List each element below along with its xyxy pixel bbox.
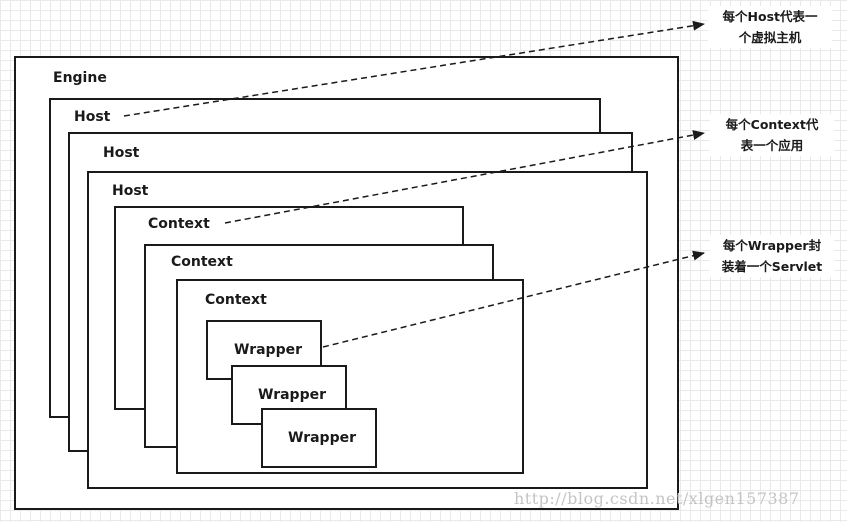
wrapper-label: Wrapper	[234, 342, 302, 358]
host-annotation-line: 每个Host代表一	[722, 9, 818, 24]
context-label: Context	[171, 254, 233, 270]
wrapper-label: Wrapper	[288, 430, 356, 446]
context-annotation-line: 每个Context代	[725, 117, 819, 132]
context-annotation-line: 表一个应用	[740, 138, 804, 153]
host-label: Host	[112, 183, 149, 199]
host-annotation-arrow	[123, 20, 705, 117]
host-label: Host	[103, 145, 140, 161]
wrapper-label: Wrapper	[258, 387, 326, 403]
wrapper-annotation-arrow	[322, 250, 705, 348]
wrapper-annotation-line: 装着一个Servlet	[721, 259, 823, 274]
context-label: Context	[205, 292, 267, 308]
context-annotation: 每个Context代 表一个应用	[710, 114, 834, 156]
wrapper-box	[261, 408, 377, 468]
wrapper-annotation-line: 每个Wrapper封	[722, 238, 822, 253]
context-label: Context	[148, 216, 210, 232]
engine-label: Engine	[53, 70, 107, 86]
host-label: Host	[74, 109, 111, 125]
watermark: http://blog.csdn.net/xlgen157387	[514, 489, 800, 508]
context-annotation-arrow	[224, 130, 705, 224]
wrapper-annotation: 每个Wrapper封 装着一个Servlet	[710, 235, 834, 277]
host-annotation: 每个Host代表一 个虚拟主机	[708, 6, 832, 48]
host-annotation-line: 个虚拟主机	[738, 30, 802, 45]
